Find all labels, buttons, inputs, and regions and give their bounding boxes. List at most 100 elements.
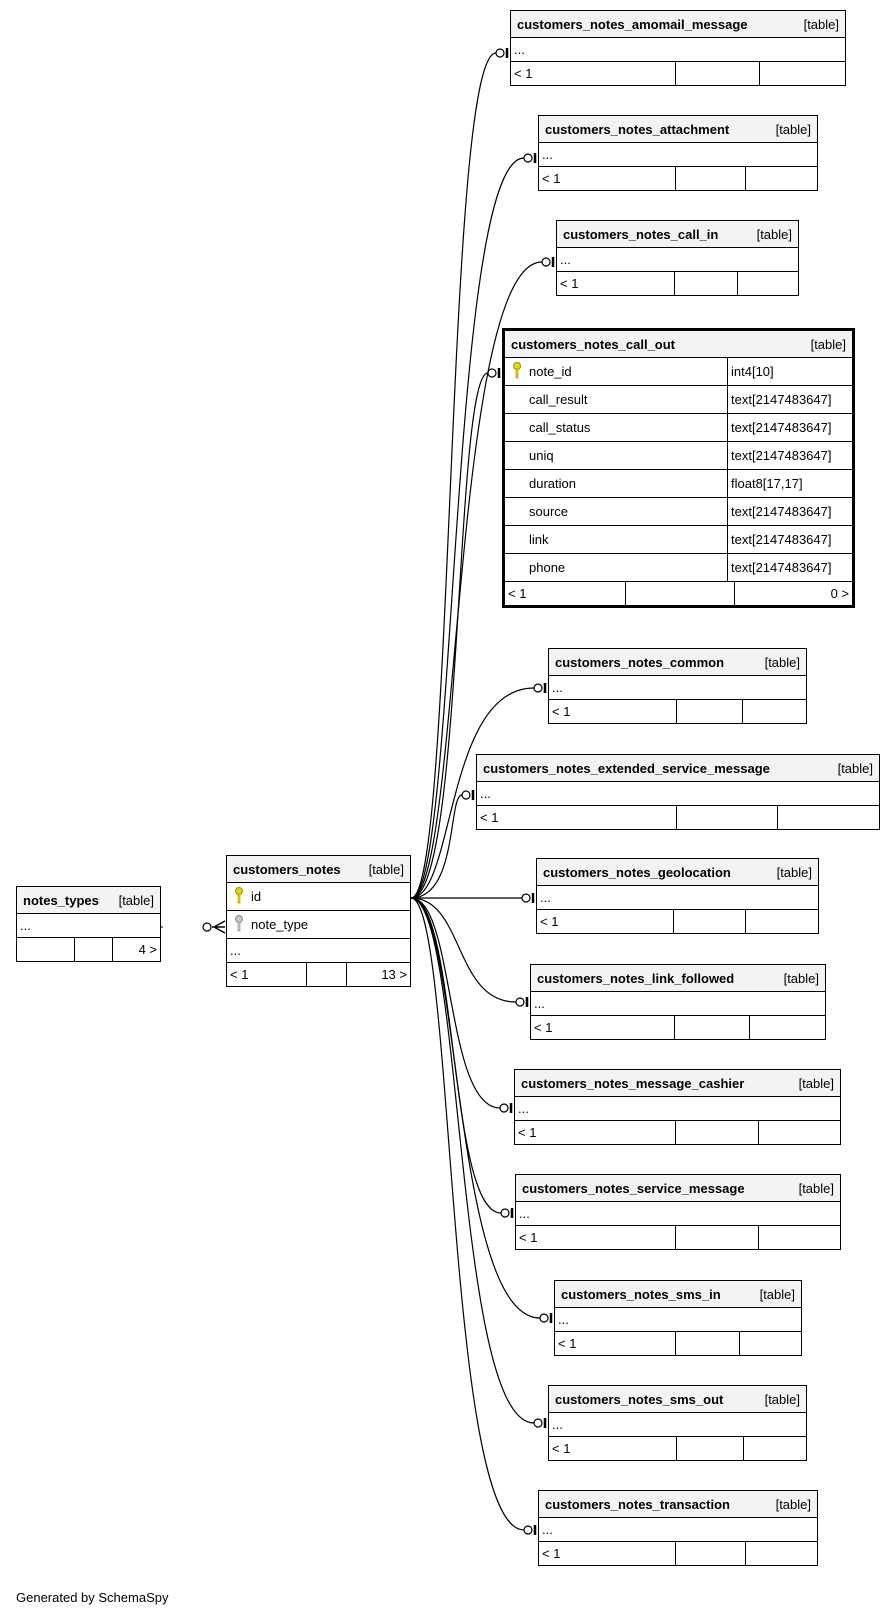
- table-name: customers_notes_transaction: [545, 1496, 730, 1512]
- zero-marker-icon: [533, 683, 543, 693]
- relationship-edge: [410, 157, 525, 899]
- table-call-in[interactable]: customers_notes_call_in [table] ... < 1: [556, 220, 799, 296]
- table-header: customers_notes_sms_out [table]: [549, 1386, 806, 1413]
- table-sms-in[interactable]: customers_notes_sms_in [table] ... < 1: [554, 1280, 802, 1356]
- zero-marker-icon: [533, 1418, 543, 1428]
- column-type: text[2147483647]: [731, 504, 832, 519]
- column-name: source: [529, 504, 569, 519]
- table-footer: < 1: [555, 1332, 801, 1355]
- table-notes-types[interactable]: notes_types [table] ... 4 >: [16, 886, 161, 962]
- columns-ellipsis: ...: [17, 914, 160, 938]
- column-name: id: [251, 889, 262, 904]
- parents-count: < 1: [539, 1542, 676, 1565]
- table-common[interactable]: customers_notes_common [table] ... < 1: [548, 648, 807, 724]
- zero-marker-icon: [523, 153, 533, 163]
- children-count: 0 >: [830, 586, 849, 601]
- table-kind: [table]: [756, 226, 792, 242]
- table-extended-service-message[interactable]: customers_notes_extended_service_message…: [476, 754, 880, 830]
- parents-count: < 1: [515, 1121, 676, 1144]
- table-name: notes_types: [23, 892, 99, 908]
- zero-marker-icon: [521, 893, 531, 903]
- parents-count: < 1: [505, 582, 626, 605]
- foreign-key-icon: [233, 914, 251, 935]
- column-name: call_result: [529, 392, 588, 407]
- table-header: customers_notes_attachment [table]: [539, 116, 817, 143]
- table-footer: < 1: [557, 272, 798, 295]
- parents-count: < 1: [227, 963, 307, 986]
- primary-key-icon: [511, 361, 529, 382]
- column-row: link text[2147483647]: [505, 526, 852, 554]
- table-attachment[interactable]: customers_notes_attachment [table] ... <…: [538, 115, 818, 191]
- column-row: uniq text[2147483647]: [505, 442, 852, 470]
- table-footer: < 1 13 >: [227, 963, 410, 986]
- column-row: phone text[2147483647]: [505, 554, 852, 582]
- table-kind: [table]: [810, 336, 846, 352]
- table-name: customers_notes_common: [555, 654, 725, 670]
- table-footer: < 1: [539, 1542, 817, 1565]
- column-type: text[2147483647]: [731, 392, 832, 407]
- table-kind: [table]: [803, 16, 839, 32]
- zero-marker-icon: [499, 1103, 509, 1113]
- children-count: 4 >: [138, 942, 157, 957]
- columns-ellipsis: ...: [549, 676, 806, 700]
- relationship-edge: [410, 372, 489, 899]
- zero-marker-icon: [523, 1525, 533, 1535]
- parents-count: < 1: [531, 1016, 675, 1039]
- table-name: customers_notes_message_cashier: [521, 1075, 745, 1091]
- column-row: duration float8[17,17]: [505, 470, 852, 498]
- columns-ellipsis: ...: [531, 992, 825, 1016]
- table-name: customers_notes_extended_service_message: [483, 760, 770, 776]
- table-kind: [table]: [776, 864, 812, 880]
- table-kind: [table]: [798, 1180, 834, 1196]
- table-sms-out[interactable]: customers_notes_sms_out [table] ... < 1: [548, 1385, 807, 1461]
- column-name: link: [529, 532, 549, 547]
- table-footer: < 1: [516, 1226, 840, 1249]
- table-header: customers_notes_call_out [table]: [505, 331, 852, 358]
- table-kind: [table]: [118, 892, 154, 908]
- table-name: customers_notes: [233, 861, 341, 877]
- table-service-message[interactable]: customers_notes_service_message [table] …: [515, 1174, 841, 1250]
- table-name: customers_notes_geolocation: [543, 864, 731, 880]
- table-message-cashier[interactable]: customers_notes_message_cashier [table] …: [514, 1069, 841, 1145]
- relationship-edge: [410, 897, 525, 1531]
- parents-count: < 1: [557, 272, 675, 295]
- relationship-edge: [410, 897, 502, 1214]
- table-amomail-message[interactable]: customers_notes_amomail_message [table] …: [510, 10, 846, 86]
- table-link-followed[interactable]: customers_notes_link_followed [table] ..…: [530, 964, 826, 1040]
- column-row: note_type: [227, 911, 410, 939]
- table-customers-notes-call-out[interactable]: customers_notes_call_out [table] note_id…: [502, 328, 855, 608]
- table-header: customers_notes_common [table]: [549, 649, 806, 676]
- table-name: customers_notes_sms_out: [555, 1391, 724, 1407]
- table-transaction[interactable]: customers_notes_transaction [table] ... …: [538, 1490, 818, 1566]
- table-footer: < 1 0 >: [505, 582, 852, 605]
- table-footer: < 1: [511, 62, 845, 85]
- columns-ellipsis: ...: [511, 38, 845, 62]
- table-header: customers_notes_transaction [table]: [539, 1491, 817, 1518]
- column-name: note_id: [529, 364, 572, 379]
- table-header: notes_types [table]: [17, 887, 160, 914]
- table-geolocation[interactable]: customers_notes_geolocation [table] ... …: [536, 858, 819, 934]
- column-name: duration: [529, 476, 576, 491]
- zero-marker-icon: [202, 922, 212, 932]
- relationship-edge: [410, 897, 501, 1109]
- column-type: float8[17,17]: [731, 476, 803, 491]
- columns-ellipsis: ...: [537, 886, 818, 910]
- table-customers-notes[interactable]: customers_notes [table] id note_type ...…: [226, 855, 411, 987]
- relationship-edge: [410, 897, 535, 1424]
- parents-count: < 1: [477, 806, 677, 829]
- table-kind: [table]: [783, 970, 819, 986]
- table-header: customers_notes_extended_service_message…: [477, 755, 879, 782]
- column-row: id: [227, 883, 410, 911]
- zero-marker-icon: [487, 368, 497, 378]
- parents-count: < 1: [549, 700, 677, 723]
- relationship-edge: [410, 261, 543, 899]
- table-footer: < 1: [549, 700, 806, 723]
- zero-marker-icon: [539, 1313, 549, 1323]
- table-name: customers_notes_amomail_message: [517, 16, 748, 32]
- parents-count: < 1: [537, 910, 674, 933]
- column-type: text[2147483647]: [731, 448, 832, 463]
- table-header: customers_notes_sms_in [table]: [555, 1281, 801, 1308]
- parents-count: [17, 938, 75, 961]
- table-name: customers_notes_call_out: [511, 336, 676, 352]
